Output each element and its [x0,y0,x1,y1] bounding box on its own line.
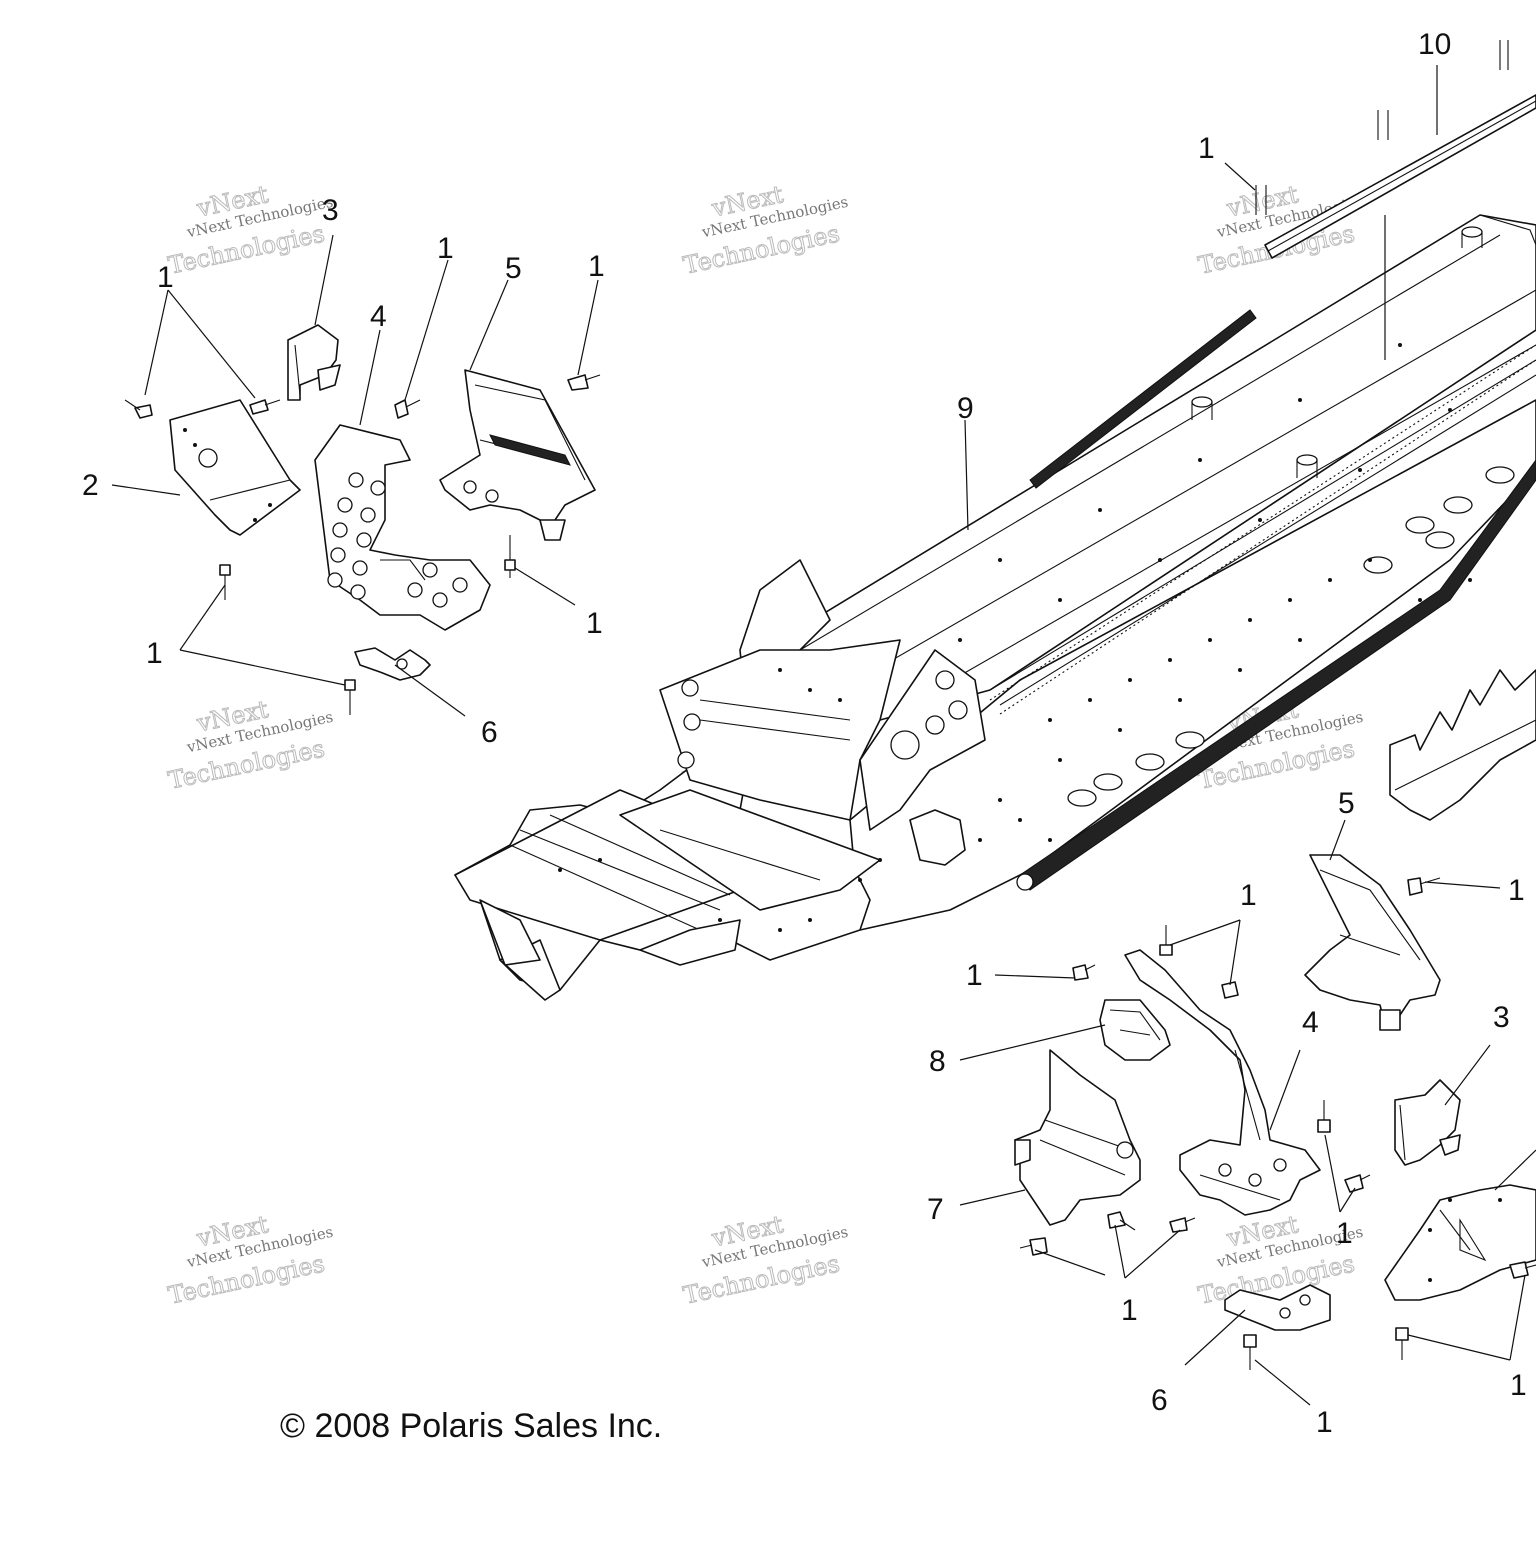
callout-1: 1 [146,637,163,670]
watermark: vNext vNext Technologies Technologies [680,1210,849,1311]
callout-1: 1 [1508,874,1525,907]
callout-6: 6 [1151,1384,1168,1417]
callout-5: 5 [505,252,522,285]
bracket-part-3-left [287,324,341,401]
footrest-part-4-left [314,424,491,631]
bracket-part-6-left [354,647,431,681]
callout-1: 1 [1240,879,1257,912]
callout-1: 1 [588,250,605,283]
callout-1: 1 [1121,1294,1138,1327]
bracket-part-5-right [1304,854,1441,1031]
chassis-tunnel-part-9 [454,214,1536,1001]
callout-1: 1 [1510,1369,1527,1402]
callout-10: 10 [1418,28,1451,61]
watermark: vNext vNext Technologies Technologies [165,180,334,281]
callout-1: 1 [1316,1406,1333,1439]
bracket-part-5-left [439,369,596,541]
watermark: vNext vNext Technologies Technologies [165,1210,334,1311]
callout-2: 2 [82,469,99,502]
watermark: vNext vNext Technologies Technologies [165,695,334,796]
callout-7: 7 [927,1193,944,1226]
rivet-dots [958,343,1472,842]
watermark: vNext vNext Technologies Technologies [1195,180,1364,281]
plate-part-7 [1014,1049,1141,1226]
bracket-part-3-right [1394,1079,1461,1166]
toothed-guard [1389,669,1536,821]
callout-1: 1 [966,959,983,992]
leader-lines-left [111,65,1438,717]
plate-part-2-left [169,399,301,536]
rail-part-10 [1264,94,1536,259]
callout-1: 1 [437,232,454,265]
callout-4: 4 [370,300,387,333]
callout-labels: 10 1 1 3 1 5 1 4 9 2 1 1 6 5 1 1 1 4 3 8… [82,28,1527,1439]
callout-8: 8 [929,1045,946,1078]
callout-9: 9 [957,392,974,425]
tunnel-post [1191,226,1483,478]
callout-1: 1 [586,607,603,640]
side-wall-holes [1067,466,1515,807]
callout-1: 1 [1336,1217,1353,1250]
footrest-part-4-right [1124,949,1321,1216]
rivets-left [124,40,1509,715]
callout-5: 5 [1338,787,1355,820]
watermark: vNext vNext Technologies Technologies [680,180,849,281]
callout-3: 3 [322,194,339,227]
rivets-right [1019,877,1536,1370]
callout-3: 3 [1493,1001,1510,1034]
copyright-text: © 2008 Polaris Sales Inc. [280,1407,662,1445]
block-part-8 [1099,999,1171,1061]
callout-1: 1 [157,261,174,294]
plate-part-2-right [1384,1184,1536,1301]
callout-1: 1 [1198,132,1215,165]
bracket-part-6-right [1224,1284,1331,1331]
leader-lines-right [959,819,1536,1406]
watermark: vNext vNext Technologies Technologies [1195,1210,1364,1311]
callout-4: 4 [1302,1006,1319,1039]
callout-6: 6 [481,716,498,749]
